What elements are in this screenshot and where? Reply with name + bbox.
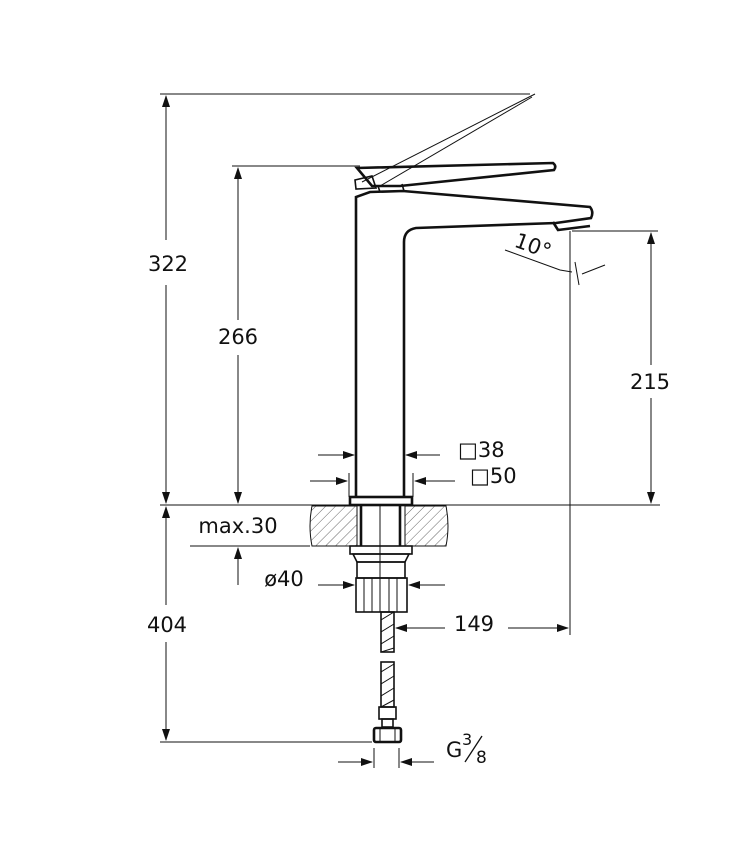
dim-label-266: 266 bbox=[218, 325, 258, 349]
faucet-body bbox=[348, 161, 594, 507]
dim-label-50: □50 bbox=[470, 464, 517, 488]
dimension-40: ø40 bbox=[264, 567, 445, 591]
dimension-g3-8: G 3 8 bbox=[338, 730, 487, 768]
dim-label-322: 322 bbox=[148, 252, 188, 276]
dim-label-149: 149 bbox=[454, 612, 494, 636]
countertop-section bbox=[309, 505, 449, 547]
supply-hose bbox=[372, 611, 403, 744]
dimension-50: □50 bbox=[310, 464, 517, 497]
dim-label-numerator: 3 bbox=[462, 730, 472, 749]
dim-label-angle: 10° bbox=[511, 228, 554, 263]
dim-label-215: 215 bbox=[630, 370, 670, 394]
dimension-215: 215 bbox=[630, 232, 670, 504]
dim-label-404: 404 bbox=[147, 613, 187, 637]
dimension-149: 149 bbox=[395, 612, 569, 636]
dim-label-max-30: max.30 bbox=[198, 514, 277, 538]
mounting-shank bbox=[349, 505, 413, 613]
dim-label-denominator: 8 bbox=[476, 748, 487, 768]
spray-angle: 10° bbox=[504, 228, 606, 286]
lever-open-position bbox=[361, 93, 536, 187]
base-ring bbox=[348, 495, 414, 507]
extension-lines bbox=[160, 93, 660, 743]
dimension-404: 404 bbox=[147, 506, 187, 741]
dimension-max-30: max.30 bbox=[198, 514, 278, 585]
dim-label-40: ø40 bbox=[264, 567, 304, 591]
dimension-266: 266 bbox=[218, 167, 258, 504]
dimension-38: □38 bbox=[318, 438, 505, 462]
dim-label-38: □38 bbox=[458, 438, 505, 462]
dim-label-g: G bbox=[446, 738, 462, 762]
dimension-322: 322 bbox=[148, 95, 188, 504]
